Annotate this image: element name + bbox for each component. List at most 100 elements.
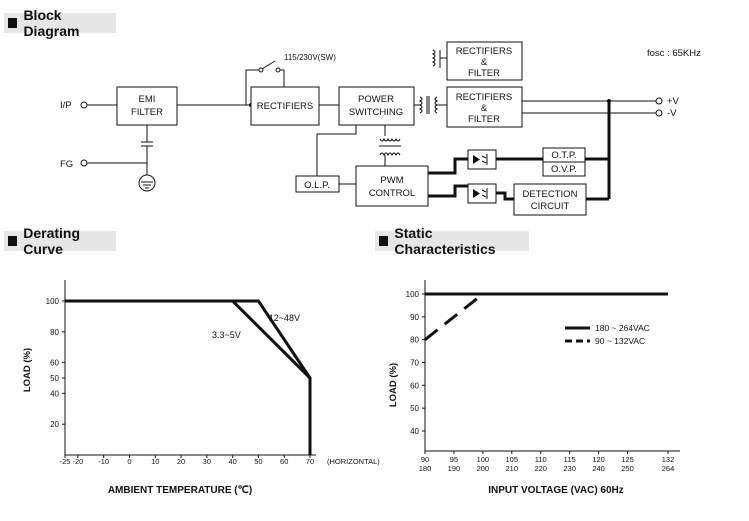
static-xtick-label-top: 120 [592, 455, 605, 464]
derating-series-12-48v [65, 299, 312, 455]
main-rect-label-1: RECTIFIERS [456, 92, 512, 103]
static-ytick-label: 70 [410, 359, 419, 368]
static-xtick-label-bottom: 220 [534, 464, 547, 473]
static-xtick-label-bottom: 250 [621, 464, 634, 473]
rectifiers-box [250, 86, 320, 126]
derating-series-3-3-5v [65, 299, 312, 455]
opto-bottom-led [473, 189, 480, 198]
output-neg-terminal [655, 109, 663, 117]
static-xtick-label-bottom: 230 [563, 464, 576, 473]
static-xtick-label-top: 95 [450, 455, 458, 464]
aux-rect-label-3: FILTER [468, 68, 500, 79]
fg-label: FG [60, 159, 73, 170]
static-ytick-label: 100 [406, 290, 420, 299]
pwm-control-box [355, 165, 429, 207]
header-square-icon [379, 236, 389, 246]
drive-transformer-top-icon [379, 137, 401, 142]
derating-ylabel: LOAD (%) [22, 348, 33, 392]
opto-bottom-ray-2 [481, 194, 487, 198]
optocoupler-top-icon [467, 149, 497, 170]
wire-switch-left [245, 69, 259, 106]
derating-xtick-label: 60 [280, 457, 288, 466]
static-xtick-label-bottom: 190 [448, 464, 461, 473]
derating-ytick-label: 50 [50, 374, 59, 383]
block-diagram-title: Block Diagram [23, 7, 80, 39]
derating-ytick-label: 40 [50, 389, 59, 398]
static-xtick-label-bottom: 240 [592, 464, 605, 473]
wire-power-olp [316, 125, 357, 176]
olp-label: O.L.P. [304, 180, 330, 191]
power-switching-box [338, 86, 415, 126]
switch-contact-right [275, 67, 281, 73]
emi-label-2: FILTER [131, 107, 163, 118]
derating-series-label-3-3-5v: 3.3~5V [212, 330, 241, 340]
power-label-2: SWITCHING [349, 107, 403, 118]
otp-label: O.T.P. [551, 150, 576, 161]
static-xtick-label-bottom: 200 [477, 464, 490, 473]
aux-rect-label-1: RECTIFIERS [456, 46, 512, 57]
ovp-label: O.V.P. [551, 164, 577, 175]
header-square-icon [8, 236, 18, 246]
derating-xtick-label: 10 [151, 457, 159, 466]
detection-label-1: DETECTION [523, 189, 578, 200]
drive-transformer-bottom-icon [379, 152, 401, 157]
derating-xtick-label: 20 [177, 457, 185, 466]
derating-ytick-label: 60 [50, 359, 59, 368]
static-xtick-label-bottom: 264 [662, 464, 675, 473]
derating-xlabel: AMBIENT TEMPERATURE (℃) [108, 485, 252, 496]
optocoupler-bottom-icon [467, 183, 497, 204]
legend-solid-label: 180 ~ 264VAC [595, 323, 650, 333]
static-ylabel: LOAD (%) [388, 363, 399, 407]
derating-curve-header: Derating Curve [4, 225, 116, 257]
derating-curve-title: Derating Curve [23, 225, 81, 257]
aux-rectifier-filter-box [446, 41, 523, 81]
wire-pwm-opto-top [428, 157, 468, 175]
detection-label-2: CIRCUIT [531, 201, 570, 212]
rectifiers-label: RECTIFIERS [257, 101, 313, 112]
derating-xtick-label: -20 [72, 457, 83, 466]
switch-blade [261, 60, 276, 70]
emi-label-1: EMI [139, 94, 156, 105]
static-ytick-label: 40 [410, 427, 419, 436]
detection-circuit-box [513, 183, 587, 216]
derating-xtick-label: 70 [306, 457, 314, 466]
transformer-secondary-icon [434, 96, 439, 114]
header-square-icon [8, 18, 18, 28]
derating-ytick-label: 100 [46, 297, 60, 306]
static-xtick-label-bottom: 180 [419, 464, 432, 473]
static-xtick-label-bottom: 210 [506, 464, 519, 473]
output-neg-label: -V [667, 108, 677, 119]
static-series-90-132vac [424, 292, 668, 341]
ip-terminal [80, 101, 88, 109]
derating-xtick-label: 30 [203, 457, 211, 466]
static-xtick-label-top: 110 [535, 455, 547, 464]
transformer-primary-icon [418, 96, 423, 114]
static-xtick-label-top: 132 [662, 455, 675, 464]
opto-top-ray-2 [481, 160, 487, 164]
derating-ytick-label: 80 [50, 328, 59, 337]
fg-terminal [80, 159, 88, 167]
derating-ytick-label: 20 [50, 420, 59, 429]
wire-pwm-opto-bottom [428, 184, 468, 198]
wire-opto-detection [496, 191, 514, 201]
derating-xtick-label: 50 [254, 457, 262, 466]
output-pos-terminal [655, 97, 663, 105]
static-characteristics-header: Static Characteristics [375, 225, 529, 257]
static-xlabel: INPUT VOLTAGE (VAC) 60Hz [488, 485, 624, 496]
legend-dashed-label: 90 ~ 132VAC [595, 336, 645, 346]
static-xtick-label-top: 115 [564, 455, 576, 464]
derating-series-label-12-48v: 12~48V [269, 313, 300, 323]
switch-label: 115/230V(SW) [284, 53, 336, 62]
opto-top-ray-1 [481, 155, 487, 159]
aux-rect-label-2: & [481, 57, 488, 68]
wire-switch-right [280, 69, 285, 87]
static-xtick-label-top: 100 [477, 455, 490, 464]
output-pos-label: +V [667, 96, 680, 107]
ground-icon [138, 174, 156, 192]
main-rect-label-3: FILTER [468, 114, 500, 125]
derating-xtick-label: 40 [228, 457, 236, 466]
derating-xtick-label: 0 [127, 457, 131, 466]
static-xtick-label-top: 105 [506, 455, 519, 464]
static-ytick-label: 90 [410, 313, 419, 322]
ip-label: I/P [60, 100, 72, 111]
